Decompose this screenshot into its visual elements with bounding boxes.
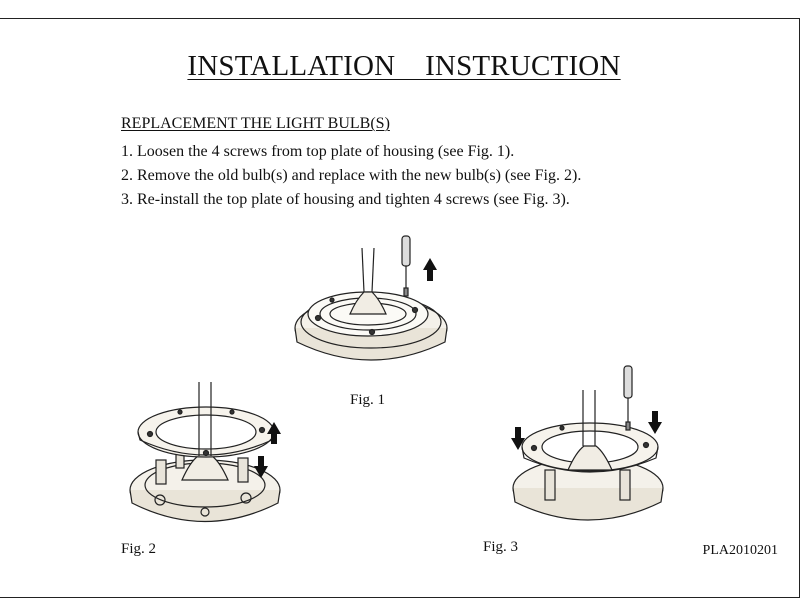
instruction-steps: 1. Loosen the 4 screws from top plate of… [121, 140, 581, 212]
page-border [0, 18, 800, 598]
fig-2-label: Fig. 2 [121, 541, 157, 557]
arrow-down-icon [648, 411, 662, 434]
step-3: 3. Re-install the top plate of housing a… [121, 191, 570, 208]
fig-1-label: Fig. 1 [350, 392, 386, 408]
arrow-down-icon [254, 456, 268, 478]
step-1: 1. Loosen the 4 screws from top plate of… [121, 143, 515, 160]
fig-3-label: Fig. 3 [483, 539, 519, 555]
arrow-up-icon [423, 258, 437, 281]
arrow-down-icon [511, 427, 525, 450]
page-title: INSTALLATION INSTRUCTION [187, 50, 621, 82]
step-2: 2. Remove the old bulb(s) and replace wi… [121, 167, 582, 184]
section-heading: REPLACEMENT THE LIGHT BULB(S) [121, 115, 390, 132]
arrow-up-icon [267, 422, 281, 444]
document-code: PLA2010201 [702, 543, 778, 558]
